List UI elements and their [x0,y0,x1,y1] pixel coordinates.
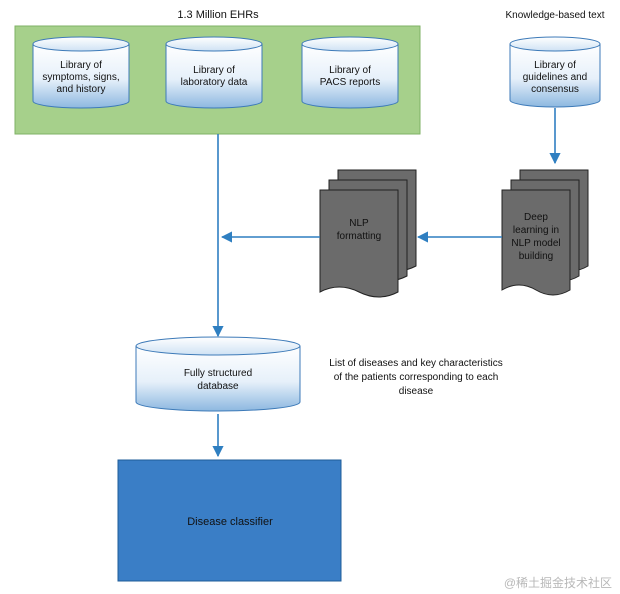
database-label-line: Fully structured [184,368,252,379]
library-laboratory-label-line: Library of [193,65,235,76]
deep-learning-label-line: learning in [513,225,559,236]
database-cylinder: Fully structured database [135,336,301,412]
deep-learning-label-line: NLP model [511,238,560,249]
disease-classifier-label: Disease classifier [187,516,273,528]
deep-learning-document-stack: Deep learning in NLP model building [501,169,589,296]
database-label-line: database [197,381,239,392]
library-symptoms-cylinder: Library of symptoms, signs, and history [32,36,130,109]
library-pacs-label-line: Library of [329,65,371,76]
disease-classifier-box [117,459,342,582]
deep-learning-label-line: Deep [524,212,548,223]
library-guidelines-label-line: consensus [531,84,579,95]
library-symptoms-label-line: symptoms, signs, [42,72,119,83]
nlp-formatting-label-line: NLP [349,218,369,229]
library-laboratory-cylinder: Library of laboratory data [165,36,263,109]
ehr-group-title: 1.3 Million EHRs [177,9,259,21]
note-text-line: List of diseases and key characteristics [329,358,502,369]
library-pacs-label-line: PACS reports [320,77,380,88]
library-pacs-cylinder: Library of PACS reports [301,36,399,109]
note-text-line: disease [399,386,434,397]
library-guidelines-cylinder: Library of guidelines and consensus [509,36,601,108]
deep-learning-label-line: building [519,251,553,262]
library-guidelines-label-line: Library of [534,60,576,71]
knowledge-title: Knowledge-based text [506,10,605,21]
library-symptoms-label-line: Library of [60,60,102,71]
watermark-text: @稀土掘金技术社区 [504,575,612,590]
library-laboratory-label-line: laboratory data [181,77,248,88]
library-guidelines-label-line: guidelines and [523,72,588,83]
nlp-formatting-document-stack: NLP formatting [319,169,417,298]
note-text-line: of the patients corresponding to each [334,372,499,383]
nlp-formatting-label-line: formatting [337,231,381,242]
library-symptoms-label-line: and history [57,84,106,95]
